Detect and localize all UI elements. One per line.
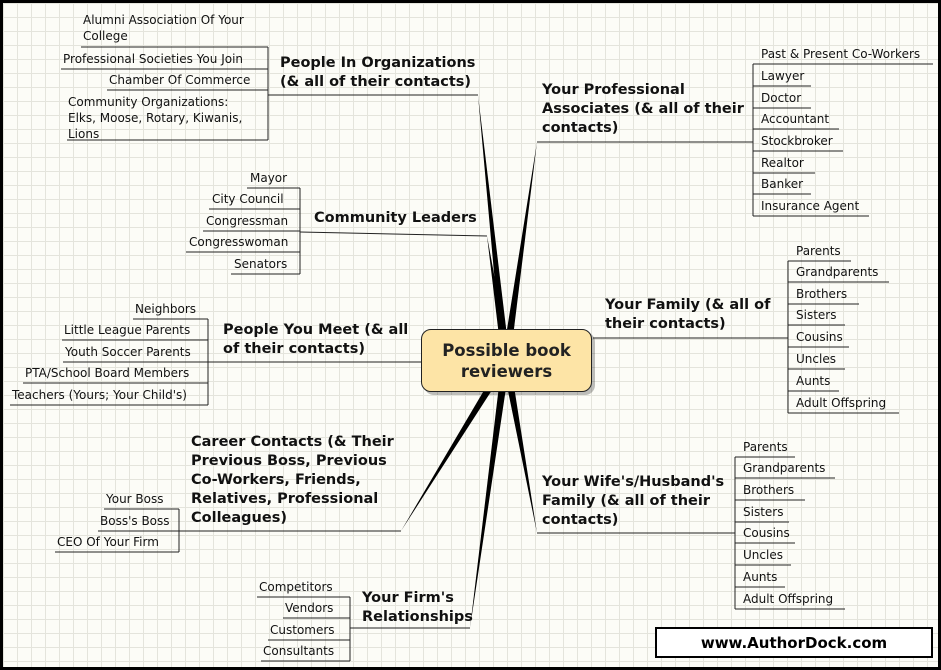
leaf-spouse-grandparents: Grandparents — [743, 461, 826, 475]
leaf-customers: Customers — [270, 623, 335, 637]
leaf-consultants: Consultants — [263, 644, 335, 658]
leaf-family-aunts: Aunts — [796, 374, 831, 388]
leaf-connectors — [10, 46, 933, 662]
leaf-spouse-aunts: Aunts — [743, 570, 778, 584]
branch-title-organizations: People In Organizations (& all of their … — [280, 55, 476, 90]
leaf-realtor: Realtor — [761, 156, 804, 170]
leaf-teachers: Teachers (Yours; Your Child's) — [12, 388, 187, 402]
leaf-city-council: City Council — [212, 192, 284, 206]
leaf-mayor: Mayor — [250, 171, 288, 185]
leaf-pta-school-board: PTA/School Board Members — [25, 366, 190, 380]
spoke-organizations — [478, 95, 510, 362]
leaf-your-boss: Your Boss — [106, 492, 164, 506]
branch-title-community: Community Leaders — [314, 210, 477, 226]
leaf-ceo: CEO Of Your Firm — [57, 535, 159, 549]
spoke-career — [401, 358, 510, 531]
leaf-senators: Senators — [234, 257, 288, 271]
leaf-neighbors: Neighbors — [135, 302, 197, 316]
leaf-co-workers: Past & Present Co-Workers — [761, 47, 921, 61]
leaf-professional-societies: Professional Societies You Join — [63, 52, 244, 66]
leaf-banker: Banker — [761, 177, 804, 191]
leaf-spouse-cousins: Cousins — [743, 526, 790, 540]
leaf-family-uncles: Uncles — [796, 352, 836, 366]
leaf-family-grandparents: Grandparents — [796, 265, 879, 279]
central-topic: Possible book reviewers — [421, 329, 592, 392]
leaf-family-adult-offspring: Adult Offspring — [796, 396, 887, 410]
leaf-congresswoman: Congresswoman — [189, 235, 289, 249]
leaf-spouse-adult-offspring: Adult Offspring — [743, 592, 834, 606]
leaf-insurance-agent: Insurance Agent — [761, 199, 860, 213]
leaf-spouse-parents: Parents — [743, 440, 788, 454]
leaf-competitors: Competitors — [259, 580, 333, 594]
leaf-family-cousins: Cousins — [796, 330, 843, 344]
leaf-family-brothers: Brothers — [796, 287, 848, 301]
spoke-professional — [502, 142, 537, 362]
leaf-little-league-parents: Little League Parents — [64, 323, 191, 337]
leaf-youth-soccer-parents: Youth Soccer Parents — [65, 345, 191, 359]
leaf-family-parents: Parents — [796, 244, 841, 258]
leaf-community-organizations: Community Organizations:Elks, Moose, Rot… — [68, 95, 243, 141]
leaf-spouse-brothers: Brothers — [743, 483, 795, 497]
spoke-spouse — [502, 360, 537, 533]
website-footer: www.AuthorDock.com — [655, 627, 933, 658]
leaf-accountant: Accountant — [761, 112, 830, 126]
leaf-chamber-of-commerce: Chamber Of Commerce — [109, 73, 251, 87]
leaf-boss-boss: Boss's Boss — [100, 514, 170, 528]
leaf-vendors: Vendors — [285, 601, 334, 615]
leaf-spouse-sisters: Sisters — [743, 505, 784, 519]
leaf-lawyer: Lawyer — [761, 69, 805, 83]
leaf-congressman: Congressman — [206, 214, 289, 228]
spoke-firm — [470, 360, 510, 628]
leaf-doctor: Doctor — [761, 91, 802, 105]
mind-map-canvas: People In Organizations (& all of their … — [3, 3, 938, 667]
leaf-stockbroker: Stockbroker — [761, 134, 833, 148]
leaf-spouse-uncles: Uncles — [743, 548, 783, 562]
leaf-family-sisters: Sisters — [796, 308, 837, 322]
com-title-underline — [299, 231, 488, 237]
